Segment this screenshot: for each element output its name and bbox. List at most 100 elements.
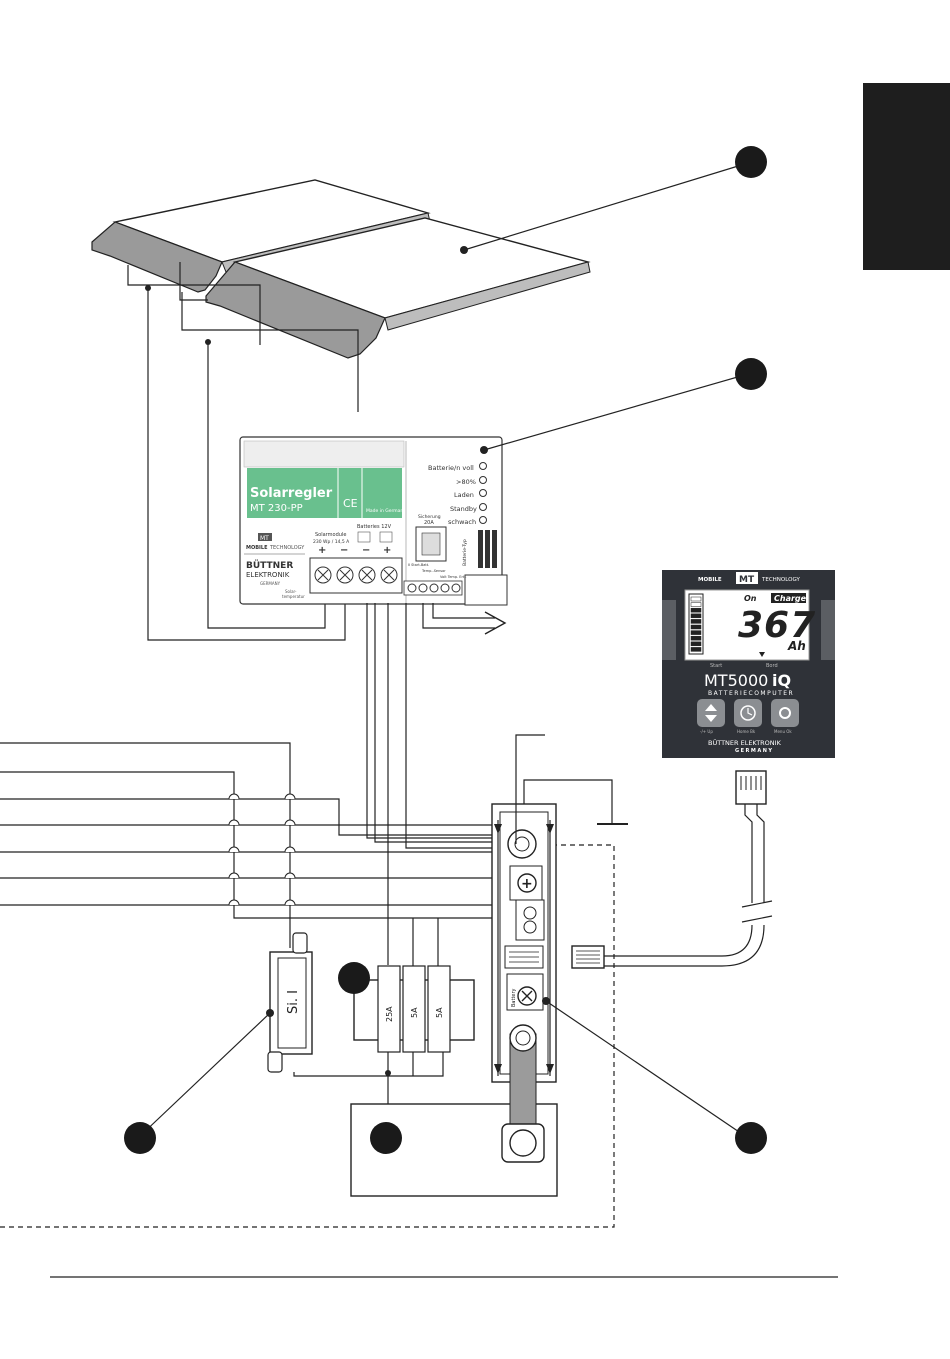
manufacturer-label: BÜTTNER	[246, 560, 293, 571]
up-down-button[interactable]	[697, 699, 725, 727]
country-label: GERMANY	[260, 581, 281, 586]
solar-module-label: Solarmodule	[315, 532, 346, 538]
lcd-unit: Ah	[787, 639, 806, 653]
made-in-label: Made in Germany	[366, 508, 406, 514]
callout-marker	[124, 1122, 156, 1154]
battery-label: Batteries 12V	[357, 524, 392, 530]
callout-marker	[735, 358, 767, 390]
fuse-holder-label: Si. I	[286, 990, 301, 1014]
level-segment	[690, 635, 702, 641]
callout-marker	[370, 1122, 402, 1154]
status-led	[479, 476, 487, 484]
solar-plus: +	[318, 545, 326, 556]
solar-rating-label: 230 Wp / 14,5 A	[313, 539, 350, 545]
level-segment	[690, 607, 702, 613]
monitor-header-right: TECHNOLOGY	[761, 577, 800, 583]
solar-panels	[91, 179, 591, 641]
status-led-label: schwach	[448, 518, 476, 526]
controller-brand-line: Solarregler	[250, 486, 333, 501]
fuse-value-label: 5A	[435, 1007, 444, 1018]
status-led-list: Batterie/n voll >80% Laden Standby schwa…	[428, 462, 487, 526]
status-led-label: Standby	[450, 505, 477, 513]
menu-button[interactable]	[771, 699, 799, 727]
status-led-label: >80%	[456, 478, 476, 486]
solar-minus: −	[340, 545, 348, 556]
terminal-label: Volt Temp. Ertr.	[440, 575, 467, 579]
fuse-label: Sicherung	[418, 514, 441, 520]
fuse-value-label: 25A	[385, 1006, 394, 1022]
load-wires	[0, 742, 522, 948]
section-tab	[863, 83, 950, 270]
terminal-label: Temp.-Sensor	[421, 569, 446, 573]
status-led	[479, 462, 487, 470]
mobile-label: MOBILE	[246, 545, 268, 551]
battery-type-label: Batterie-Typ	[462, 539, 468, 566]
manufacturer-sub-label: ELEKTRONIK	[246, 571, 290, 579]
solar-panel-2	[205, 217, 591, 359]
battery-monitor: MOBILE MT TECHNOLOGY On Charge 367 Ah St…	[662, 570, 835, 758]
fuse-wiring	[293, 1052, 444, 1104]
shunt-plus: +	[521, 876, 533, 892]
terminal-label: II Start-Batt.	[408, 563, 429, 567]
output-arrow	[484, 611, 507, 635]
clock-icon	[740, 705, 756, 721]
inline-fuse-holder: Si. I	[267, 932, 313, 1073]
lcd-status-on: On	[744, 594, 757, 603]
level-segment	[690, 647, 702, 652]
level-segment	[690, 630, 702, 635]
level-segment	[690, 596, 702, 602]
technology-label: TECHNOLOGY	[269, 545, 305, 551]
lcd-status-charge: Charge	[774, 594, 807, 603]
battery-minus: −	[362, 545, 370, 556]
monitor-logo	[736, 572, 758, 584]
controller-label-panel	[247, 468, 402, 518]
svg-text:MT: MT	[260, 535, 269, 542]
shunt: + Battery	[491, 803, 557, 1163]
wire-crossings	[228, 793, 296, 906]
ce-mark: CE	[343, 497, 358, 510]
monitor-country: GERMANY	[735, 748, 774, 754]
dashed-border	[0, 844, 615, 1228]
level-segment	[690, 619, 702, 624]
status-led-label: Batterie/n voll	[428, 464, 474, 472]
shunt-wiring	[515, 734, 628, 844]
solar-controller: Solarregler MT 230-PP CE Made in Germany…	[239, 436, 508, 606]
lcd-indicator-arrow	[759, 652, 765, 657]
battery-plus: +	[383, 545, 391, 556]
status-led	[479, 503, 487, 511]
button-label: Home Bk	[737, 729, 756, 734]
button-label: -/+ Up	[700, 729, 713, 734]
plus-terminal	[517, 873, 537, 893]
monitor-model-suffix: iQ	[772, 671, 791, 690]
button-label: Menu Ok	[774, 729, 792, 734]
monitor-header-left: MOBILE	[698, 577, 722, 583]
status-led	[479, 516, 487, 524]
home-button[interactable]	[734, 699, 762, 727]
monitor-model: MT5000	[704, 671, 768, 690]
lcd-reading: 367	[738, 605, 816, 646]
power-terminals	[314, 566, 398, 584]
mt-logo	[258, 533, 272, 541]
fuse-value-label: 5A	[410, 1007, 419, 1018]
controller-wires	[366, 603, 505, 965]
signal-terminals	[407, 583, 461, 593]
battery-type-switches	[478, 530, 497, 568]
shunt-battery-label: Battery	[511, 988, 517, 1007]
bottom-label-2: temperatur	[282, 594, 305, 599]
level-segment	[690, 613, 702, 619]
monitor-indicator-left: Start	[710, 663, 722, 669]
callout-marker	[338, 962, 370, 994]
monitor-indicator-right: Bord	[766, 663, 778, 669]
controller-model: MT 230-PP	[250, 503, 303, 514]
status-led-label: Laden	[454, 491, 474, 499]
status-led	[479, 489, 487, 497]
ok-icon	[779, 707, 791, 719]
bottom-label-1: Solar-	[285, 589, 297, 594]
callout-marker	[735, 146, 767, 178]
callout-marker	[735, 1122, 767, 1154]
data-cable	[571, 770, 773, 969]
level-segment	[690, 624, 702, 630]
callout-markers	[124, 146, 767, 1154]
fuse-block: 25A 5A 5A	[353, 918, 475, 1053]
